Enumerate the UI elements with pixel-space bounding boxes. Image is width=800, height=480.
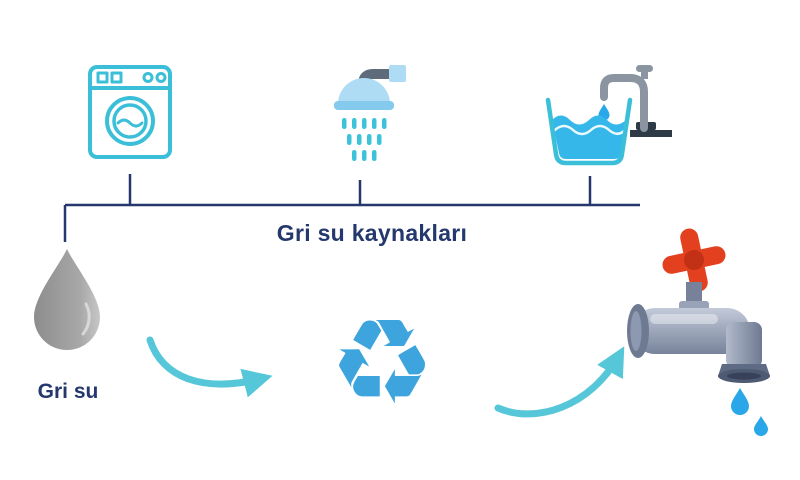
diagram-title: Gri su kaynakları [276,220,468,246]
recycle-icon: ♻ [329,293,435,431]
flow-arrow-2 [494,346,625,418]
shower-icon [334,65,406,161]
washing-machine-icon [88,65,172,159]
faucet-handle [662,228,726,292]
shower-drops [342,118,387,161]
faucet-icon [627,228,770,436]
sink-icon [545,65,672,166]
grey-water-label: Gri su [37,380,99,403]
clean-water-drops [731,388,768,436]
bracket-lines [63,174,640,242]
flow-arrow-1 [146,336,273,398]
grey-water-drop-icon [34,249,100,350]
